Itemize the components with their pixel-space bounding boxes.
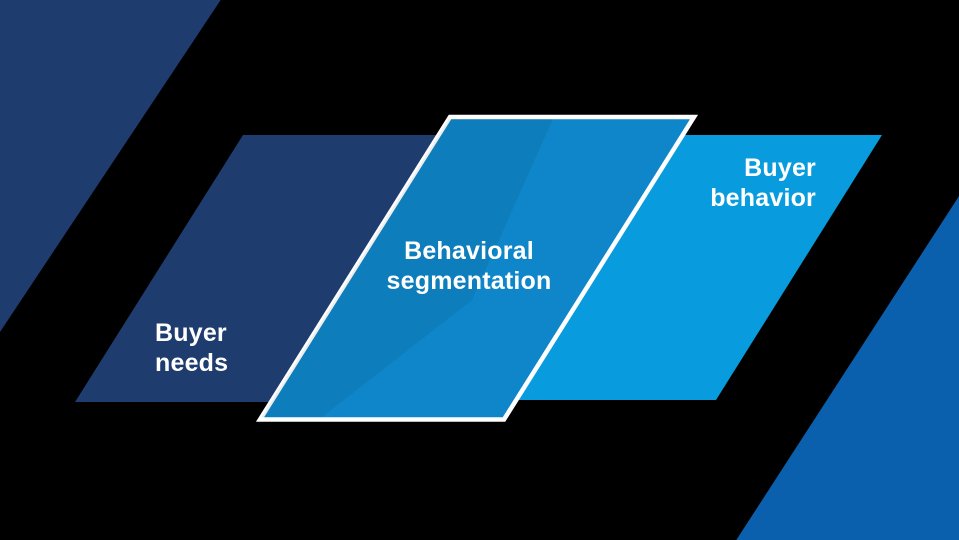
label-buyer-needs: Buyer needs [155,318,228,378]
behavioral-segmentation-shape [255,114,699,422]
label-buyer-needs-line2: needs [155,349,229,377]
corner-accent-bottom-right-shape [736,196,959,540]
corner-accent-top-left-shape [0,0,221,332]
label-behavioral-segmentation-line2: segmentation [386,267,552,295]
label-buyer-needs-line1: Buyer [155,319,227,347]
center-shape-inner-shade [260,119,553,417]
label-behavioral-segmentation: Behavioral segmentation [339,236,599,296]
label-buyer-behavior-line1: Buyer [744,154,816,182]
label-behavioral-segmentation-line1: Behavioral [404,237,534,265]
label-buyer-behavior-line2: behavior [710,184,816,212]
label-buyer-behavior: Buyer behavior [710,153,816,213]
